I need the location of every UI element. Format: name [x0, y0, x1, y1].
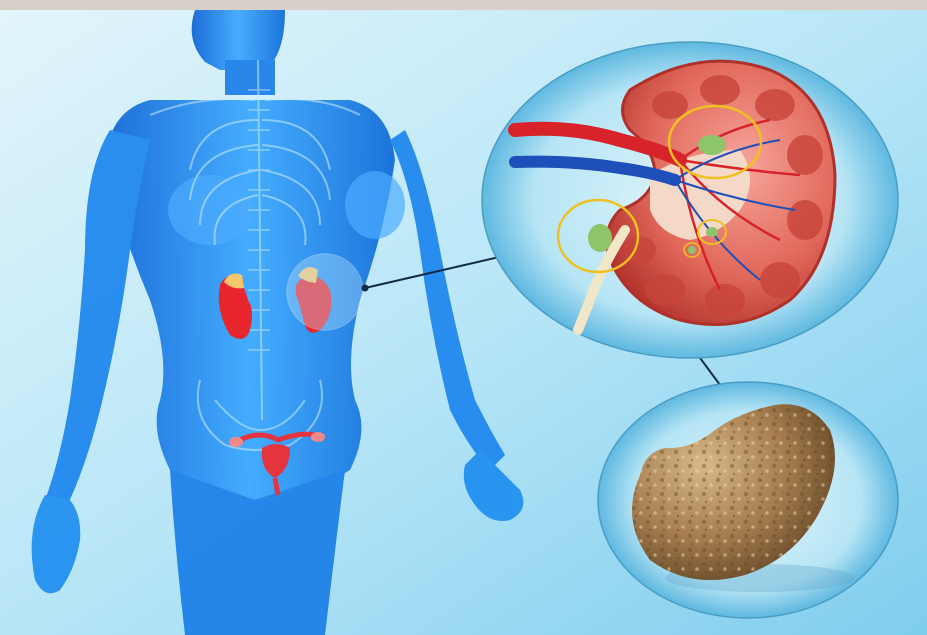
kidney-stone-small-3 — [706, 227, 718, 237]
top-strip — [0, 0, 927, 10]
connector-dot — [362, 285, 369, 292]
kidney-stone-small-1 — [698, 135, 726, 155]
kidney-stone-small-2 — [588, 224, 612, 252]
body-kidney-highlight — [287, 254, 363, 330]
kidney-stone-small-4 — [688, 246, 696, 254]
stone-detail-circle — [598, 382, 898, 618]
kidney-detail-circle — [482, 42, 898, 358]
